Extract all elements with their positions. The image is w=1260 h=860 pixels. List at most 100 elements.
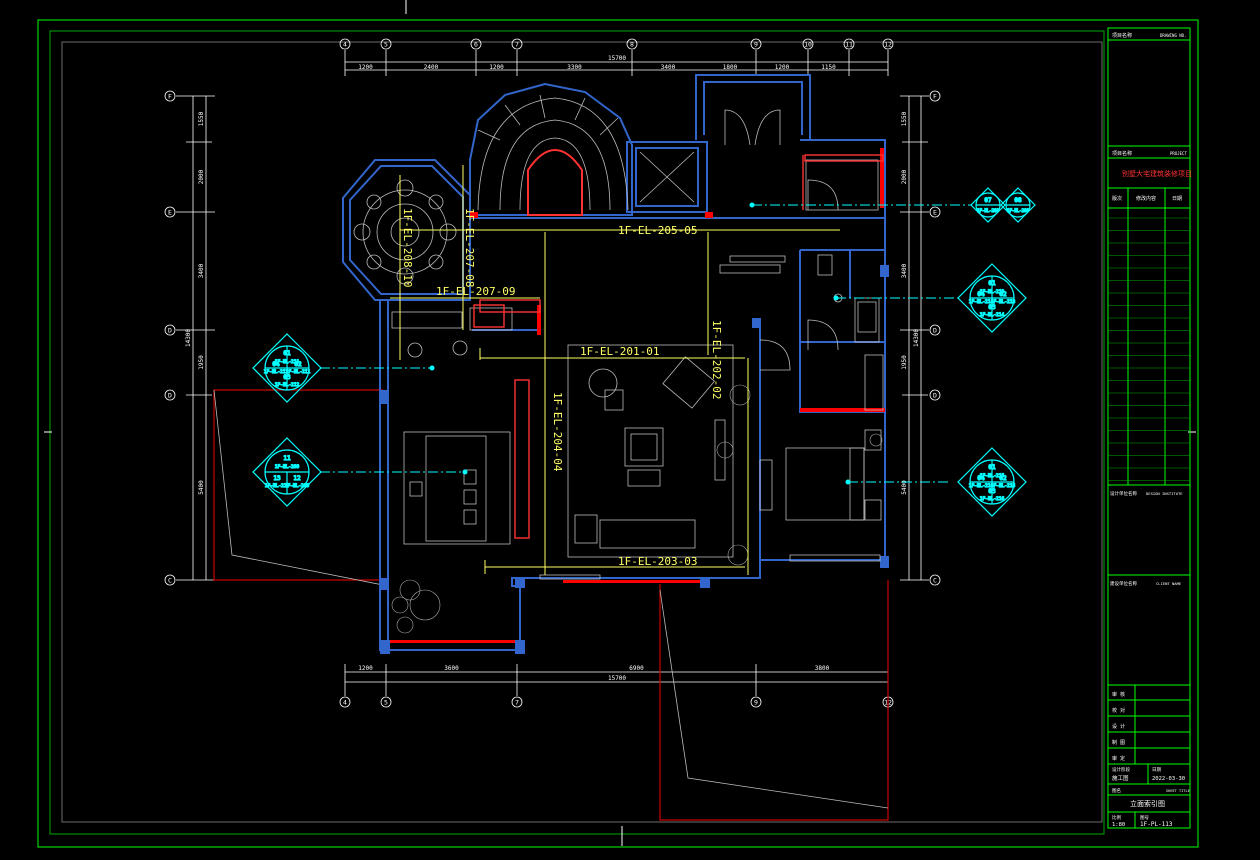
tb-scale-label: 比例 <box>1112 814 1121 821</box>
grid-bubble-bottom-9 <box>750 696 762 708</box>
dim-top-seg: 1800 <box>723 64 738 71</box>
grid-bubble-top-12 <box>882 38 894 50</box>
grid-bubble-top-7-label: 7 <box>515 41 519 49</box>
elevation-label-203: 1F-EL-203-03 <box>618 555 697 568</box>
title-block <box>1107 27 1191 829</box>
tb-sig2: 校 对 <box>1112 707 1125 714</box>
index-symbol-pair-a <box>970 187 1006 223</box>
index-symbol-left-tri-n1: 11 <box>283 455 291 462</box>
index-symbol-pair-b-num: 08 <box>1014 197 1022 204</box>
grid-bubble-top-7 <box>511 38 523 50</box>
grid-bubble-right-D <box>929 324 941 336</box>
tb-rev-col2: 修改内容 <box>1136 195 1156 202</box>
dim-top-seg: 1200 <box>358 64 373 71</box>
index-symbol-right-upper-r3: 1F-EL-214 <box>980 312 1005 318</box>
dim-top-seg: 2400 <box>424 64 439 71</box>
dim-right-seg: 5400 <box>901 480 908 495</box>
tb-sig4: 制 图 <box>1112 739 1125 746</box>
grid-bubble-right-C-label: C <box>933 577 937 585</box>
dim-left-seg: 1550 <box>198 111 205 126</box>
grid-bubble-top-4 <box>339 38 351 50</box>
grid-bubble-right-C <box>929 574 941 586</box>
index-symbol-left-upper-r2: 1F-EL-211 <box>286 369 311 375</box>
stair-well <box>527 149 583 216</box>
accent-walls <box>473 154 884 539</box>
grid-bubble-left-extra-0-label: D <box>168 392 172 400</box>
grid-bubble-top-9 <box>750 38 762 50</box>
grid-bubble-left-extra-0 <box>164 389 176 401</box>
dim-left-total: 14300 <box>185 329 192 347</box>
tb-stage: 施工图 <box>1112 774 1129 782</box>
tb-sheet-no: 1F-PL-113 <box>1140 821 1173 828</box>
dim-bottom-seg: 6900 <box>629 665 644 672</box>
columns <box>379 265 889 654</box>
grid-bubble-top-4-label: 4 <box>343 41 347 49</box>
index-symbol-right-lower <box>957 447 1027 517</box>
grid-bubble-left-E <box>164 206 176 218</box>
index-symbol-left-upper-n3: 03 <box>283 374 291 381</box>
dim-bottom-total: 15700 <box>608 675 626 682</box>
index-symbol-left-upper-n4: 04 <box>272 361 280 368</box>
grid-bubble-top-11 <box>843 38 855 50</box>
index-symbol-left-tri-r3: 1F-EL-210 <box>265 483 290 489</box>
index-symbol-right-lower-r3: 1F-EL-216 <box>980 496 1005 502</box>
plants <box>391 384 883 634</box>
index-symbol-right-upper-n4: 04 <box>977 291 985 298</box>
tb-sig3: 设 计 <box>1112 723 1125 730</box>
index-symbol-left-tri-n2: 12 <box>293 475 301 482</box>
index-symbol-right-upper-r4: 1F-EL-214 <box>969 299 994 305</box>
tb-project-name: 别墅大宅建筑装修项目 <box>1122 169 1192 178</box>
index-symbol-right-lower-r4: 1F-EL-216 <box>969 483 994 489</box>
grid-bubble-bottom-9-label: 9 <box>754 699 758 707</box>
index-symbol-right-upper-n3: 03 <box>988 304 996 311</box>
grid-bubble-bottom-7 <box>511 696 523 708</box>
tb-sheet-no-label: 图号 <box>1140 815 1149 821</box>
tb-scale: 1:80 <box>1112 822 1125 828</box>
grid-bubble-bottom-4-label: 4 <box>343 699 347 707</box>
terrace-outline <box>213 389 889 809</box>
grid-bubble-top-6-label: 6 <box>474 41 478 49</box>
dimension-lines <box>192 61 922 683</box>
living-room-furniture <box>391 109 884 580</box>
round-dining-table <box>353 179 457 285</box>
index-symbol-right-lower-n1: 01 <box>988 464 996 471</box>
index-symbol-pair-a-num: 07 <box>984 197 992 204</box>
grid-bubble-right-F <box>929 90 941 102</box>
index-symbol-left-tri-r1: 1F-EL-209 <box>275 464 300 470</box>
index-symbol-right-upper-n2: 02 <box>999 291 1007 298</box>
tb-drawing-no-label: DRAWING NO. <box>1160 33 1187 38</box>
index-symbol-right-lower-n3: 03 <box>988 488 996 495</box>
index-symbol-right-lower-n4: 04 <box>977 475 985 482</box>
grid-bubble-top-6 <box>470 38 482 50</box>
index-symbol-pair-b-ref: 1F-EL-206 <box>1007 208 1029 213</box>
grid-bubble-left-D <box>164 324 176 336</box>
grid-bubble-right-extra-0 <box>929 389 941 401</box>
tb-designer-en: DESIGN INSTITUTE <box>1146 491 1183 496</box>
dim-right-total: 14300 <box>913 329 920 347</box>
dim-right-seg: 2000 <box>901 169 908 184</box>
dim-bottom-seg: 3800 <box>815 665 830 672</box>
grid-bubble-left-F <box>164 90 176 102</box>
dim-top-seg: 1150 <box>821 64 836 71</box>
index-symbol-right-upper-n1: 01 <box>988 280 996 287</box>
tb-designer-label: 设计单位名称 <box>1110 490 1137 497</box>
index-symbol-left-tri <box>252 437 322 507</box>
elevator-cross <box>639 151 695 203</box>
tb-sheet-title: 立面索引图 <box>1130 799 1165 808</box>
tb-sig1: 审 核 <box>1112 691 1125 698</box>
tb-date-label: 日期 <box>1152 767 1161 773</box>
index-symbol-pair-b <box>1000 187 1036 223</box>
index-symbol-left-upper-n1: 01 <box>283 350 291 357</box>
inner-frame <box>49 30 1105 835</box>
index-symbol-right-lower-n2: 02 <box>999 475 1007 482</box>
grid-bubble-left-D-label: D <box>168 327 172 335</box>
grid-bubble-top-5 <box>380 38 392 50</box>
grid-bubble-bottom-5 <box>380 696 392 708</box>
grid-bubble-top-10 <box>802 38 814 50</box>
dim-top-seg: 3300 <box>567 64 582 71</box>
index-symbol-left-upper-n2: 02 <box>294 361 302 368</box>
elevation-label-205: 1F-EL-205-05 <box>618 224 697 237</box>
grid-bubble-right-D-label: D <box>933 327 937 335</box>
dim-left-seg: 1950 <box>198 355 205 370</box>
